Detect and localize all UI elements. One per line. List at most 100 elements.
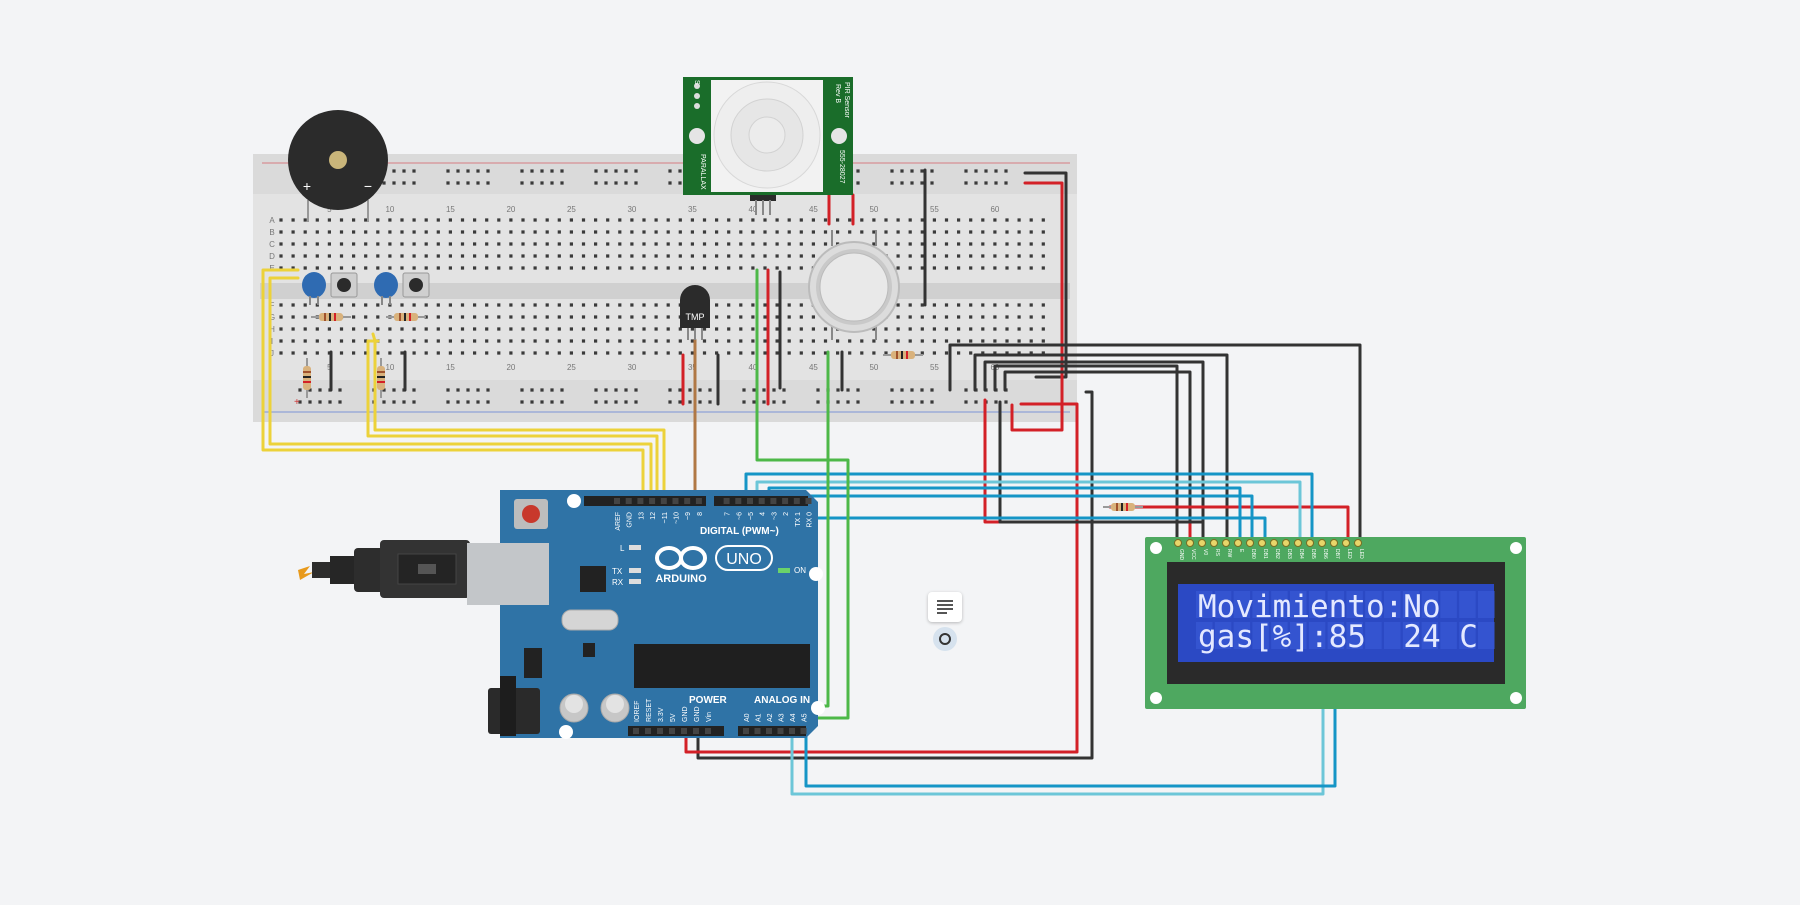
arduino-pin-hole[interactable] (633, 728, 639, 734)
resistor-icon[interactable] (1103, 503, 1143, 511)
lcd-pin[interactable] (1306, 539, 1314, 547)
arduino-pin-hole[interactable] (637, 498, 644, 504)
pushbutton-icon[interactable] (330, 272, 358, 298)
arduino-pin-hole[interactable] (614, 498, 620, 504)
arduino-pin-hole[interactable] (770, 498, 777, 504)
arduino-pin-hole[interactable] (766, 728, 772, 734)
lcd-pin[interactable] (1186, 539, 1194, 547)
arduino-pin-hole[interactable] (758, 498, 765, 504)
lcd-pin[interactable] (1174, 539, 1182, 547)
lcd-pin[interactable] (1234, 539, 1242, 547)
note-pin-icon[interactable] (933, 627, 957, 651)
arduino-pin-hole[interactable] (695, 498, 702, 504)
arduino-pin-hole[interactable] (789, 728, 795, 734)
arduino-pin-hole[interactable] (684, 498, 691, 504)
lcd-pin[interactable] (1342, 539, 1350, 547)
lcd-pin[interactable] (1282, 539, 1290, 547)
arduino-pin-hole[interactable] (657, 728, 663, 734)
wire[interactable] (696, 390, 1094, 760)
arduino-pin-label: Vin (706, 712, 713, 722)
buzzer-icon[interactable]: + − (288, 110, 388, 222)
wire[interactable] (1023, 171, 1068, 379)
lcd-pin[interactable] (1318, 539, 1326, 547)
gas-sensor[interactable] (808, 230, 900, 340)
arduino-pin-hole[interactable] (743, 728, 749, 734)
arduino-pin-hole[interactable] (735, 498, 742, 504)
lcd-pin[interactable] (1210, 539, 1218, 547)
resistor-icon[interactable] (303, 358, 311, 398)
wire[interactable] (983, 360, 1205, 543)
arduino-pin-hole[interactable] (649, 498, 656, 504)
resistor-icon[interactable] (311, 313, 351, 321)
wire[interactable] (744, 472, 1314, 543)
lcd-pin[interactable] (1294, 539, 1302, 547)
arduino-pin-hole[interactable] (805, 498, 812, 504)
wire[interactable] (1108, 505, 1350, 543)
lcd-pin-label: DB6 (1322, 549, 1328, 559)
arduino-pin-hole[interactable] (723, 498, 730, 504)
resistor-icon[interactable] (883, 351, 923, 359)
arduino-pin-hole[interactable] (681, 728, 687, 734)
capacitor-icon[interactable] (374, 272, 398, 305)
lcd-pin[interactable] (1198, 539, 1206, 547)
arduino-pin-hole[interactable] (754, 728, 761, 734)
breadboard-column-number: 15 (446, 363, 455, 372)
arduino-pin-label: RX 0 (807, 512, 814, 528)
wire[interactable] (993, 364, 1179, 543)
arduino-pin-hole[interactable] (669, 728, 675, 734)
wire[interactable] (948, 343, 1362, 543)
arduino-pin-hole[interactable] (625, 498, 632, 504)
resistor-icon[interactable] (377, 358, 385, 398)
wire[interactable] (261, 268, 645, 502)
lcd-char-cell (1214, 591, 1232, 618)
arduino-power-label: POWER (689, 695, 728, 706)
lcd-pin[interactable] (1270, 539, 1278, 547)
wire[interactable] (268, 276, 653, 502)
pir-sensor[interactable]: S PARALLAX PIR Sensor Rev B 555-28027 (683, 77, 853, 215)
arduino-pin-hole[interactable] (793, 498, 800, 504)
lcd-pin[interactable] (1246, 539, 1254, 547)
arduino-pin-hole[interactable] (747, 498, 753, 504)
wire[interactable] (366, 339, 659, 502)
temperature-sensor[interactable]: TMP (680, 285, 710, 340)
wires[interactable] (261, 168, 1362, 796)
arduino-pin-hole[interactable] (660, 498, 667, 504)
arduino-pin-hole[interactable] (693, 728, 699, 734)
lcd-pin[interactable] (1222, 539, 1230, 547)
arduino-pin-hole[interactable] (782, 498, 789, 504)
note-icon[interactable] (928, 592, 962, 622)
arduino-pin-hole[interactable] (705, 728, 711, 734)
arduino-pin-label: A4 (790, 713, 797, 722)
wire[interactable] (1010, 181, 1064, 432)
arduino-pin-hole[interactable] (672, 498, 679, 504)
lcd-pin[interactable] (1258, 539, 1266, 547)
breadboard-column-number: 10 (385, 205, 394, 214)
wire[interactable] (998, 400, 1205, 543)
wire[interactable] (973, 353, 1229, 543)
usb-cable-icon[interactable] (298, 540, 470, 598)
lcd-char-cell (1252, 622, 1269, 649)
lcd-pin[interactable] (1330, 539, 1338, 547)
capacitor-icon[interactable] (302, 272, 326, 305)
arduino-pin-label: 5V (670, 713, 677, 722)
arduino-pin-hole[interactable] (777, 728, 784, 734)
arduino-pin-hole[interactable] (800, 728, 807, 734)
lcd-pin[interactable] (1354, 539, 1362, 547)
pushbutton-icon[interactable] (402, 272, 430, 298)
arduino-pin-label: ~5 (748, 512, 755, 520)
arduino-pin-hole[interactable] (645, 728, 651, 734)
breadboard-row-letter: G (269, 313, 275, 322)
resistor-icon[interactable] (386, 313, 426, 321)
wire[interactable] (790, 707, 1325, 796)
breadboard-column-numbers: 5510101515202025253030353540404545505055… (327, 205, 1000, 372)
wire[interactable] (1003, 370, 1192, 543)
lcd-char-cell (1346, 591, 1363, 618)
wire[interactable] (804, 707, 1337, 788)
wire[interactable] (371, 332, 666, 502)
wire[interactable] (755, 480, 1302, 543)
wire[interactable] (684, 402, 1079, 754)
